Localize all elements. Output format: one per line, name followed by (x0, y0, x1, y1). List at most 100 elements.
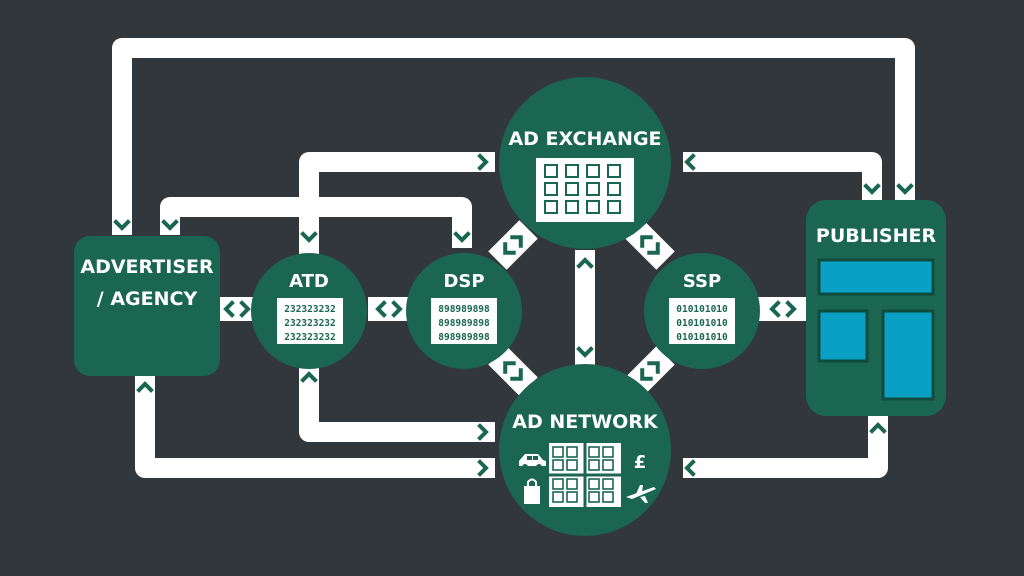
chevron-icon (869, 422, 887, 434)
grid-cell (602, 491, 614, 503)
ssp-label: SSP (683, 271, 721, 292)
path-advertiser-publisher-top (112, 38, 915, 235)
grid-icon (536, 158, 634, 222)
double-arrow-icon (503, 361, 523, 381)
short-connectors (216, 220, 808, 396)
grid-cell (602, 459, 614, 471)
dsp-code-box (431, 298, 497, 344)
ad-network-label: AD NETWORK (512, 411, 659, 433)
dsp-code-line: 898989898 (438, 332, 490, 343)
grid-cell (588, 459, 600, 471)
grid-cell (544, 200, 558, 214)
grid-cell (552, 446, 564, 458)
connector-atd-dsp (368, 297, 410, 321)
dsp-label: DSP (443, 271, 484, 292)
atd-label: ATD (289, 271, 329, 292)
ssp-code-line: 010101010 (676, 318, 728, 329)
chevron-icon (300, 371, 318, 383)
path-advertiser-dsp-top (160, 197, 472, 248)
grid-cell (588, 478, 600, 490)
double-arrow-icon (375, 300, 403, 318)
grid-cell (602, 446, 614, 458)
grid-icon (549, 443, 621, 507)
chevron-icon (576, 346, 594, 358)
atd-code-line: 232323232 (284, 304, 335, 315)
chevron-icon (477, 153, 489, 171)
chevron-icon (896, 183, 914, 195)
grid-cell (566, 478, 578, 490)
dsp-code-line: 898989898 (438, 318, 490, 329)
chevron-icon (684, 459, 696, 477)
node-ad-network: AD NETWORK £ (499, 364, 671, 536)
airplane-icon (626, 485, 656, 503)
double-arrow-icon (640, 361, 660, 381)
grid-cell (566, 446, 578, 458)
advertiser-label-line1: ADVERTISER (80, 256, 214, 278)
node-publisher: PUBLISHER (806, 200, 946, 416)
node-ad-exchange: AD EXCHANGE (499, 77, 671, 249)
chevron-icon (477, 423, 489, 441)
grid-cell (566, 459, 578, 471)
grid-cell (566, 491, 578, 503)
chevron-icon (684, 153, 696, 171)
node-atd: ATD 232323232 232323232 232323232 (251, 253, 367, 369)
grid-cell (602, 478, 614, 490)
connector-dsp-exchange (488, 220, 538, 270)
ssp-code-box (669, 298, 735, 344)
double-arrow-icon (503, 235, 523, 255)
grid-cell (607, 182, 621, 196)
dsp-code-line: 898989898 (438, 304, 490, 315)
grid-cell (565, 182, 579, 196)
ad-exchange-label: AD EXCHANGE (508, 128, 661, 150)
grid-cell (552, 478, 564, 490)
connector-ssp-publisher (758, 297, 808, 321)
double-arrows (223, 235, 797, 381)
atd-code-line: 232323232 (284, 318, 335, 329)
grid-cell (552, 491, 564, 503)
shopping-bag-icon (524, 478, 540, 504)
connector-advertiser-atd (216, 297, 258, 321)
double-arrow-icon (223, 300, 251, 318)
double-arrow-icon (640, 235, 660, 255)
grid-cell (544, 164, 558, 178)
node-ssp: SSP 010101010 010101010 010101010 (644, 253, 760, 369)
grid-cell (565, 164, 579, 178)
path-exchange-publisher (683, 152, 882, 200)
car-icon (519, 454, 546, 470)
advertiser-label-line2: / AGENCY (97, 288, 198, 310)
chevron-icon (863, 183, 881, 195)
connector-paths (112, 38, 915, 478)
atd-code-box (277, 298, 343, 344)
grid-cell (552, 459, 564, 471)
path-atd-network (299, 365, 495, 442)
grid-cell (544, 182, 558, 196)
ssp-code-line: 010101010 (676, 304, 728, 315)
ssp-code-line: 010101010 (676, 332, 728, 343)
grid-cell (588, 446, 600, 458)
grid-cell (586, 182, 600, 196)
grid-cell (588, 491, 600, 503)
connector-dsp-network (488, 346, 538, 396)
chevron-icon (161, 219, 179, 231)
grid-cell (565, 200, 579, 214)
webpage-layout-icon (817, 258, 935, 401)
grid-cell (586, 200, 600, 214)
arrowheads (113, 153, 914, 477)
grid-cell (586, 164, 600, 178)
chevron-icon (576, 257, 594, 269)
chevron-icon (300, 231, 318, 243)
chevron-icon (136, 381, 154, 393)
connector-exchange-ssp (625, 220, 675, 270)
grid-cell (607, 164, 621, 178)
path-publisher-network (683, 415, 888, 478)
chevron-icon (477, 459, 489, 477)
chevron-icon (113, 219, 131, 231)
node-advertiser: ADVERTISER / AGENCY (74, 236, 220, 376)
publisher-label: PUBLISHER (816, 225, 937, 247)
advertiser-box (74, 236, 220, 376)
atd-code-line: 232323232 (284, 332, 335, 343)
chevron-icon (453, 231, 471, 243)
double-arrow-icon (769, 300, 797, 318)
pound-icon: £ (634, 452, 647, 473)
